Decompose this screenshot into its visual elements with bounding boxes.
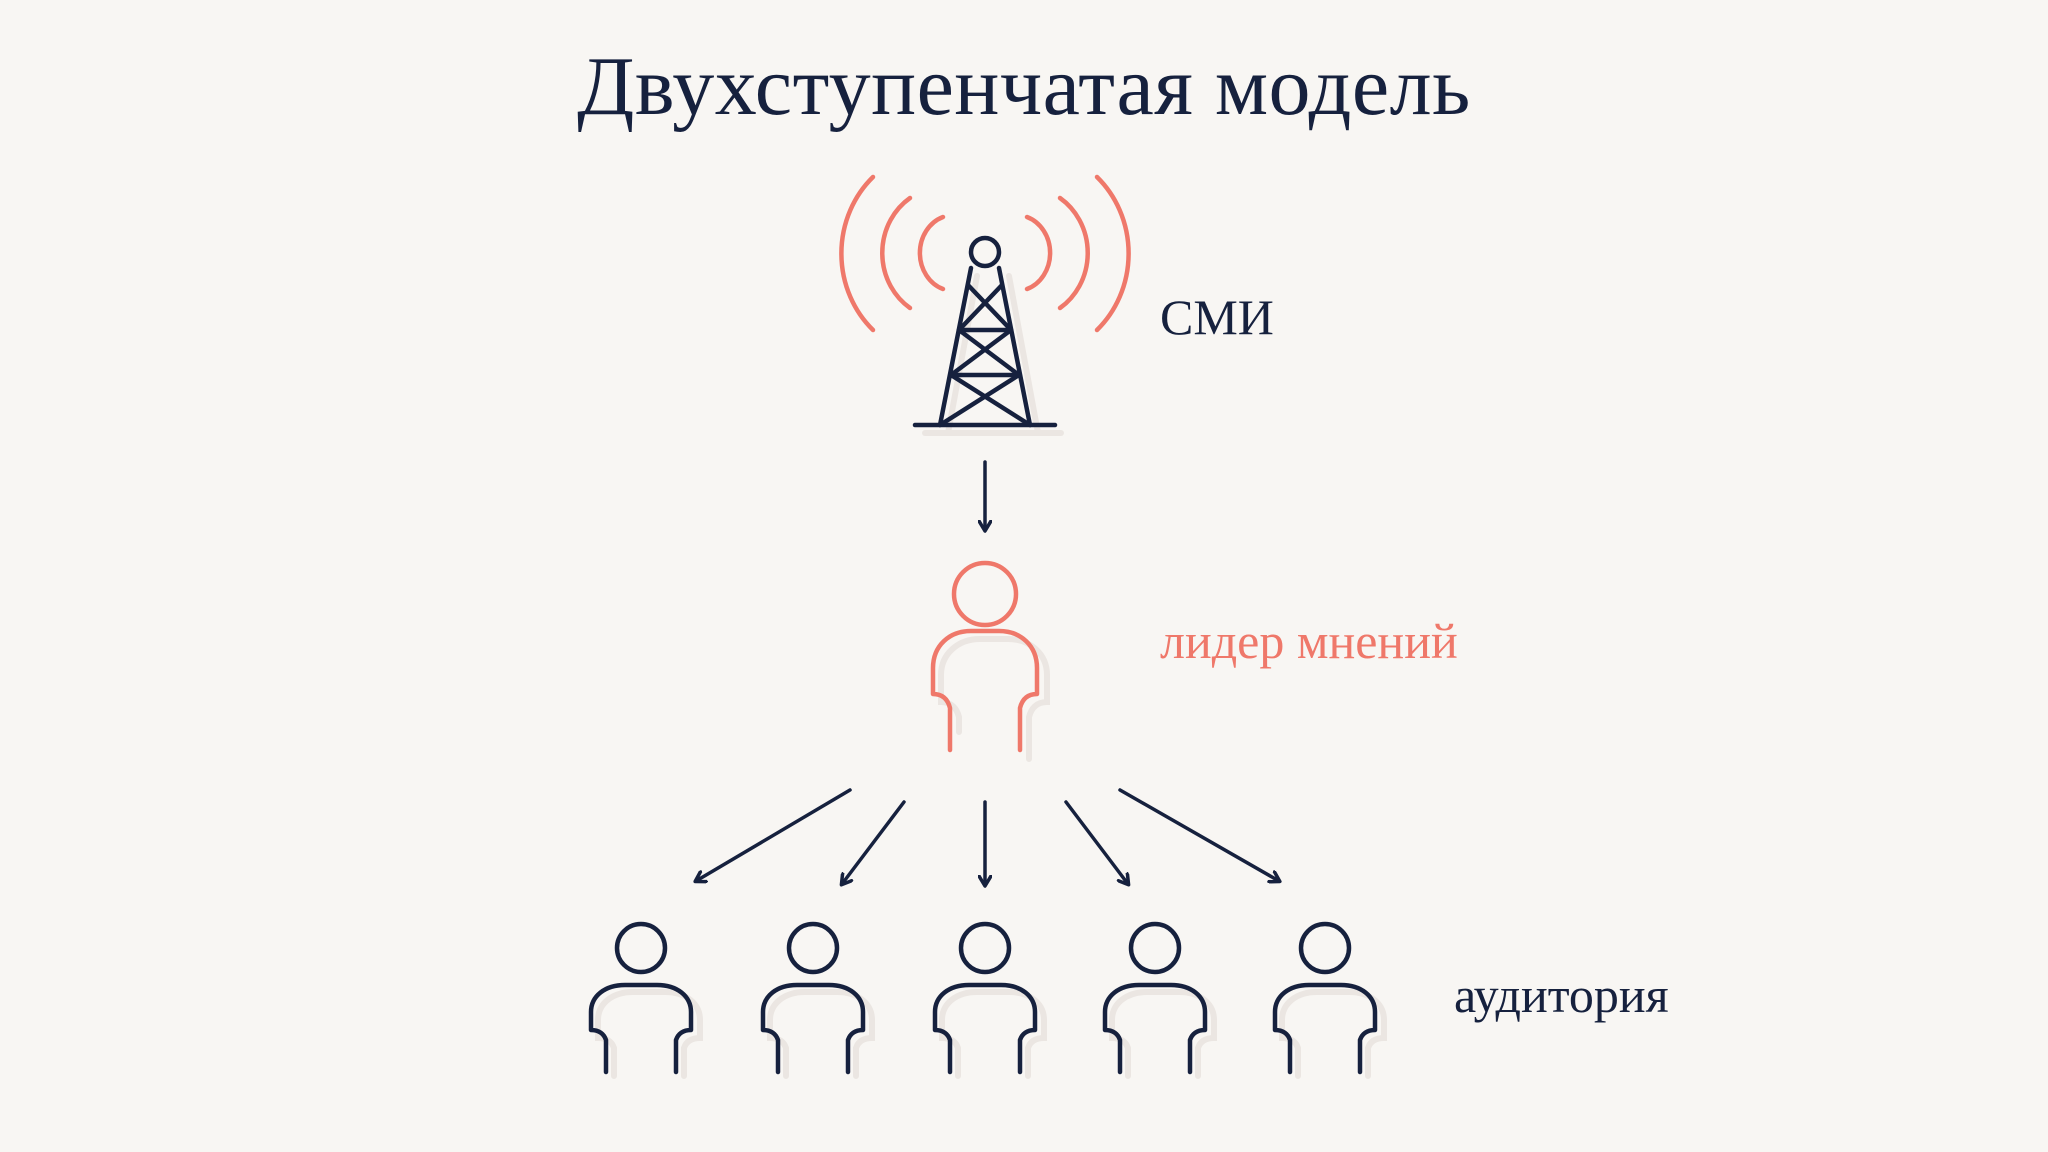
audience-label: аудитория — [1454, 967, 1669, 1023]
audience-person-icon — [588, 921, 703, 1079]
page-title: Двухступенчатая модель — [577, 40, 1471, 133]
audience-person-icon — [1102, 921, 1217, 1079]
radio-tower-icon — [839, 174, 1131, 436]
audience-person-icon — [1272, 921, 1387, 1079]
audience-person-icon — [932, 921, 1047, 1079]
arrow-to-audience-1 — [696, 788, 852, 881]
audience-group — [588, 921, 1387, 1079]
media-label: СМИ — [1160, 289, 1274, 345]
arrow-to-audience-4 — [1064, 800, 1128, 884]
arrows-leader-to-audience — [696, 788, 1279, 885]
arrow-to-audience-2 — [842, 800, 906, 884]
opinion-leader-label: лидер мнений — [1160, 613, 1458, 669]
arrow-to-audience-5 — [1118, 788, 1279, 881]
audience-person-icon — [760, 921, 875, 1079]
opinion-leader-icon — [930, 560, 1050, 762]
signal-waves-icon — [839, 174, 1131, 333]
